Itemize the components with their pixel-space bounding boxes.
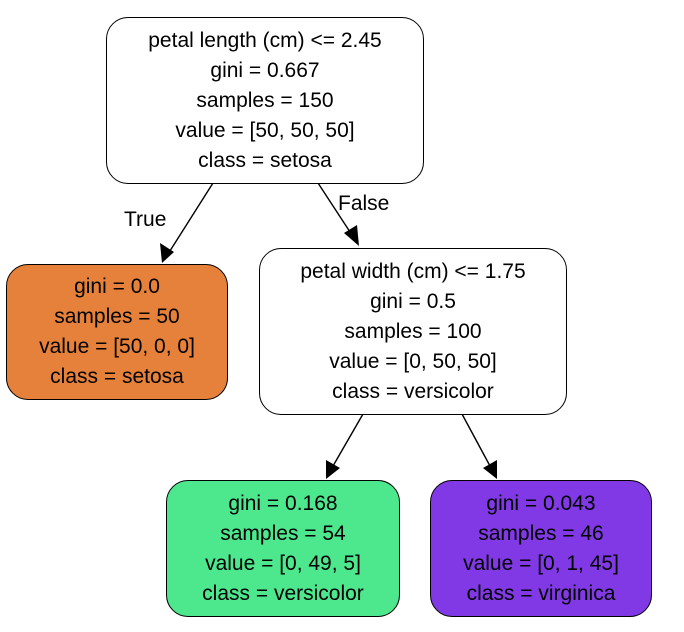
- tree-node-left-leaf: gini = 0.0 samples = 50 value = [50, 0, …: [6, 264, 228, 400]
- tree-node-right-left-leaf: gini = 0.168 samples = 54 value = [0, 49…: [166, 480, 400, 617]
- node-gini: gini = 0.043: [486, 491, 596, 515]
- node-value: value = [50, 0, 0]: [39, 335, 195, 358]
- edge-label-false: False: [338, 192, 390, 215]
- arrowhead-right-to-right-right: [483, 460, 497, 479]
- node-gini: gini = 0.667: [210, 58, 320, 82]
- tree-node-right-right-leaf: gini = 0.043 samples = 46 value = [0, 1,…: [430, 480, 652, 617]
- arrowhead-right-to-right-left: [326, 460, 340, 479]
- node-class: class = setosa: [50, 365, 184, 388]
- arrowhead-root-to-right: [344, 225, 359, 246]
- edge-root-to-left: [167, 182, 214, 255]
- node-samples: samples = 46: [478, 521, 604, 545]
- node-split-rule: petal length (cm) <= 2.45: [148, 28, 382, 52]
- node-class: class = versicolor: [332, 379, 494, 403]
- node-samples: samples = 100: [344, 319, 482, 343]
- node-gini: gini = 0.5: [370, 289, 456, 313]
- node-samples: samples = 54: [220, 521, 346, 545]
- node-value: value = [0, 49, 5]: [205, 551, 361, 575]
- node-value: value = [0, 1, 45]: [463, 551, 619, 575]
- node-value: value = [0, 50, 50]: [329, 349, 497, 373]
- node-class: class = setosa: [198, 148, 332, 172]
- edge-right-to-right-left: [332, 413, 364, 467]
- node-class: class = virginica: [466, 581, 616, 605]
- node-samples: samples = 50: [54, 305, 180, 328]
- edge-right-to-right-right: [461, 413, 491, 467]
- arrowhead-root-to-left: [160, 243, 174, 263]
- node-split-rule: petal width (cm) <= 1.75: [300, 259, 526, 283]
- node-gini: gini = 0.0: [74, 275, 160, 298]
- node-value: value = [50, 50, 50]: [175, 118, 355, 142]
- tree-node-root: petal length (cm) <= 2.45 gini = 0.667 s…: [106, 17, 424, 184]
- edge-root-to-right: [317, 182, 353, 236]
- node-class: class = versicolor: [202, 581, 364, 605]
- node-gini: gini = 0.168: [228, 491, 338, 515]
- node-samples: samples = 150: [196, 88, 334, 112]
- tree-node-right: petal width (cm) <= 1.75 gini = 0.5 samp…: [259, 248, 567, 415]
- edge-label-true: True: [124, 208, 167, 231]
